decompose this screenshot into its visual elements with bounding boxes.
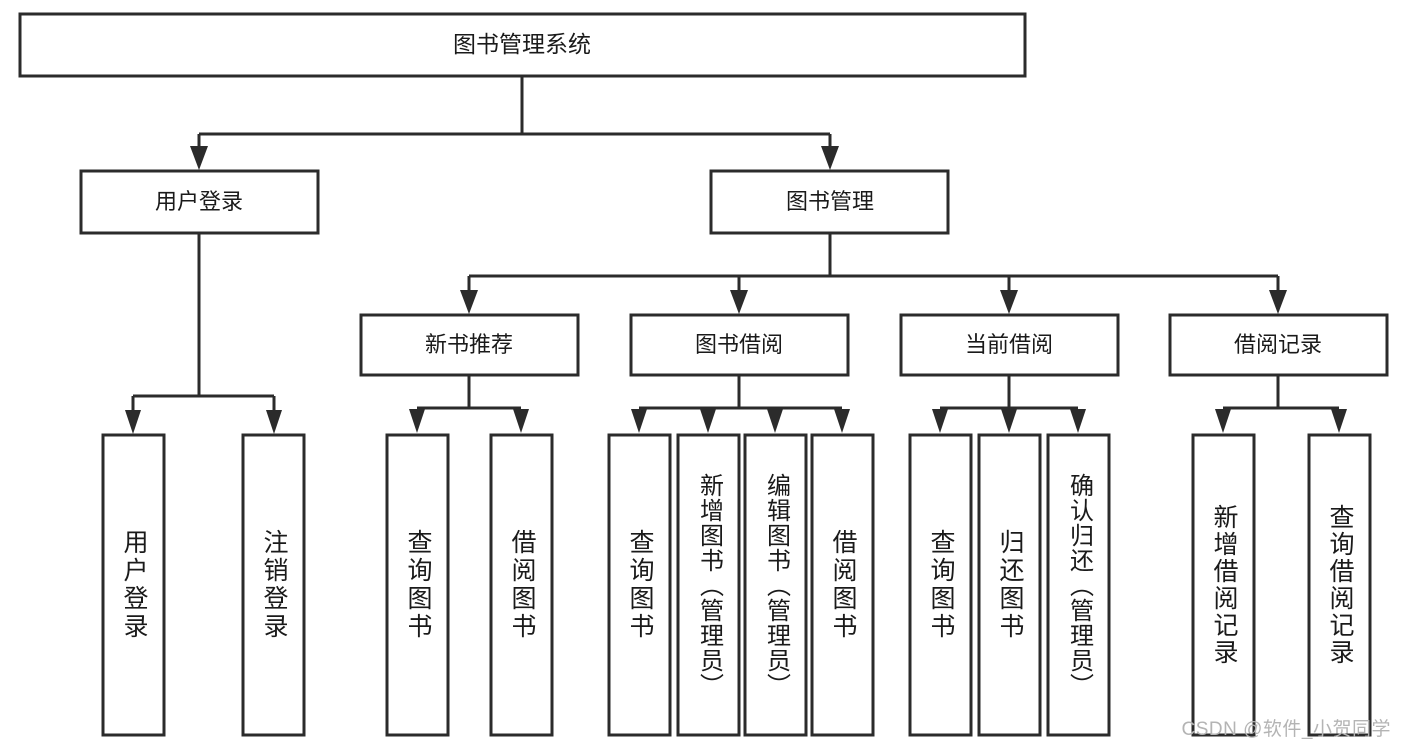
arrow-head-leaf-user-login bbox=[125, 410, 141, 434]
arrow-head-leaf-edit-book bbox=[767, 409, 783, 433]
arrow-head-book-management bbox=[821, 146, 839, 170]
node-current-borrow-label: 当前借阅 bbox=[965, 332, 1053, 357]
node-leaf-query-record-box[interactable] bbox=[1307, 433, 1372, 737]
connector-group-book-management bbox=[460, 233, 1287, 314]
arrow-head-leaf-query-book-1 bbox=[409, 409, 425, 433]
node-borrow-record-label: 借阅记录 bbox=[1234, 332, 1322, 357]
node-leaf-borrow-book-1-box[interactable] bbox=[489, 433, 554, 737]
node-book-borrow-label: 图书借阅 bbox=[695, 332, 783, 357]
node-book-management-label: 图书管理 bbox=[786, 189, 874, 214]
connector-group-borrow-record bbox=[1215, 375, 1347, 433]
arrow-head-leaf-query-book-3 bbox=[932, 409, 948, 433]
node-leaf-return-book-box[interactable] bbox=[977, 433, 1042, 737]
node-leaf-borrow-book-2-box[interactable] bbox=[810, 433, 875, 737]
arrow-head-leaf-add-record bbox=[1215, 409, 1231, 433]
node-user-login-label: 用户登录 bbox=[155, 189, 243, 214]
node-leaf-confirm-return-box[interactable] bbox=[1046, 433, 1111, 737]
arrow-head-leaf-borrow-book-1 bbox=[513, 409, 529, 433]
node-user-login-box[interactable] bbox=[79, 169, 320, 235]
arrow-head-leaf-query-book-2 bbox=[631, 409, 647, 433]
arrow-head-current-borrow bbox=[1000, 290, 1018, 314]
node-leaf-user-login-box[interactable] bbox=[101, 433, 166, 737]
connector-group-new-book-recommend bbox=[409, 375, 529, 433]
watermark-text: CSDN @软件_小贺同学 bbox=[1181, 719, 1391, 740]
arrow-head-leaf-query-record bbox=[1331, 409, 1347, 433]
node-leaf-query-book-1-box[interactable] bbox=[385, 433, 450, 737]
arrow-head-new-book-recommend bbox=[460, 290, 478, 314]
arrow-head-leaf-borrow-book-2 bbox=[834, 409, 850, 433]
node-leaf-add-book-box[interactable] bbox=[676, 433, 741, 737]
node-leaf-logout-login-box[interactable] bbox=[241, 433, 306, 737]
arrow-head-book-borrow bbox=[730, 290, 748, 314]
arrow-head-leaf-logout-login bbox=[266, 410, 282, 434]
connector-group-current-borrow bbox=[932, 375, 1086, 433]
arrow-head-leaf-add-book bbox=[700, 409, 716, 433]
node-borrow-record-box[interactable] bbox=[1168, 313, 1389, 377]
connector-group-user-login bbox=[125, 233, 282, 434]
arrow-head-leaf-return-book bbox=[1001, 409, 1017, 433]
node-leaf-add-record-box[interactable] bbox=[1191, 433, 1256, 737]
arrow-head-user-login bbox=[190, 146, 208, 170]
node-leaf-query-book-2-box[interactable] bbox=[607, 433, 672, 737]
connector-group-book-borrow bbox=[631, 375, 850, 433]
node-leaf-edit-book-box[interactable] bbox=[743, 433, 808, 737]
node-new-book-recommend-label: 新书推荐 bbox=[425, 332, 513, 357]
connector-group-root bbox=[190, 76, 839, 170]
node-current-borrow-box[interactable] bbox=[899, 313, 1120, 377]
node-root-box[interactable] bbox=[18, 12, 1027, 78]
node-book-management-box[interactable] bbox=[709, 169, 950, 235]
node-book-borrow-box[interactable] bbox=[629, 313, 850, 377]
arrow-head-leaf-confirm-return bbox=[1070, 409, 1086, 433]
node-new-book-recommend-box[interactable] bbox=[359, 313, 580, 377]
arrow-head-borrow-record bbox=[1269, 290, 1287, 314]
node-root-label: 图书管理系统 bbox=[453, 31, 591, 57]
node-leaf-query-book-3-box[interactable] bbox=[908, 433, 973, 737]
